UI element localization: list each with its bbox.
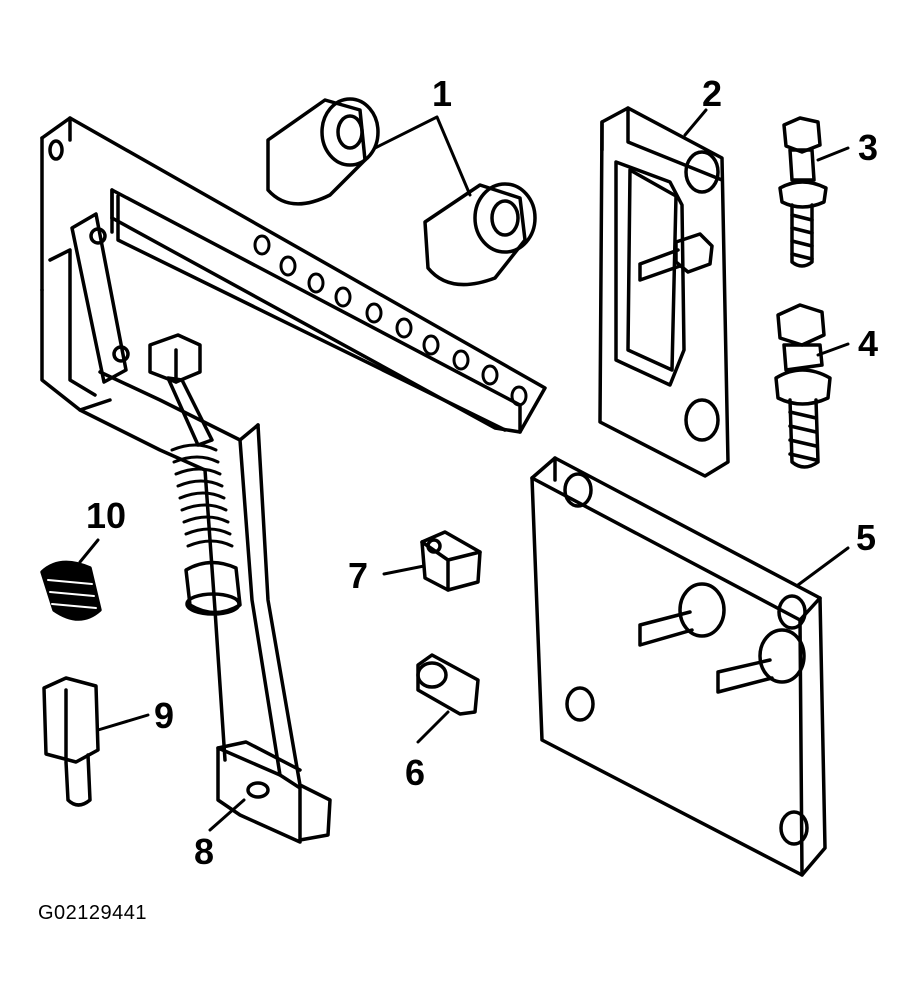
part-8-puller-frame	[40, 116, 547, 844]
part-4-cap-screw-nut	[774, 303, 832, 469]
part-10-set-screw	[40, 560, 102, 621]
part-2-adapter-block	[598, 106, 730, 478]
part-5-plate	[530, 456, 827, 877]
callout-7: 7	[348, 555, 368, 596]
callout-2: 2	[702, 73, 722, 114]
part-9-adapter	[42, 676, 100, 807]
part-6-sleeve	[416, 653, 480, 716]
callout-9: 9	[154, 695, 174, 736]
callout-3: 3	[858, 127, 878, 168]
part-1-bushings	[266, 97, 537, 287]
callout-6: 6	[405, 752, 425, 793]
figure-id: G02129441	[38, 902, 148, 924]
part-3-cap-screw	[778, 116, 828, 268]
callout-4: 4	[858, 323, 878, 364]
callout-5: 5	[856, 517, 876, 558]
callout-1: 1	[432, 73, 452, 114]
callout-8: 8	[194, 831, 214, 872]
part-7-square-nut	[420, 530, 482, 592]
callout-labels: 1 2 3 4 5 6 7 8 9 10	[86, 73, 878, 872]
callout-10: 10	[86, 495, 126, 536]
leader-lines	[78, 108, 850, 832]
